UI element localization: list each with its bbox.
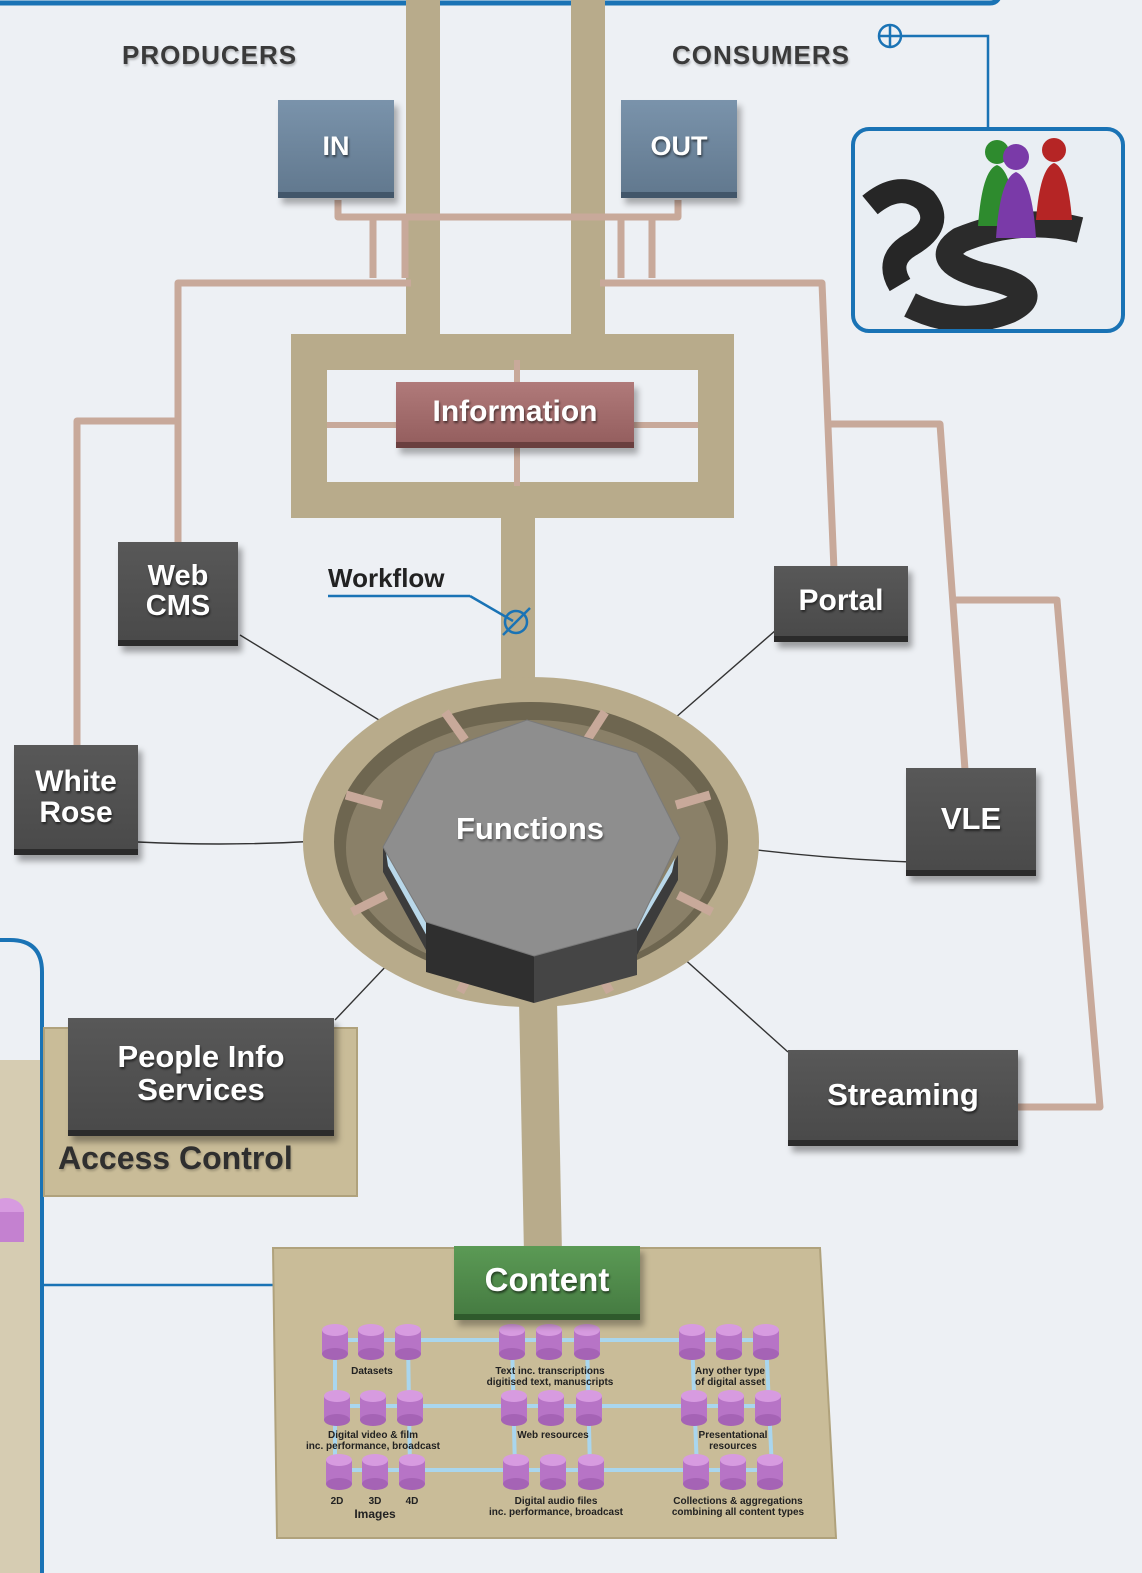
database-icon (326, 1454, 352, 1490)
datasets-label: Datasets (351, 1366, 393, 1377)
database-icon (578, 1454, 604, 1490)
consumer-figures (978, 138, 1072, 238)
database-icon (538, 1390, 564, 1426)
streaming-node[interactable]: Streaming (788, 1050, 1018, 1146)
out-node[interactable]: OUT (621, 100, 737, 198)
database-icon (757, 1454, 783, 1490)
images-3d-label: 3D (368, 1496, 382, 1507)
database-icon (753, 1324, 779, 1360)
functions-node[interactable]: Functions (455, 810, 605, 846)
images-2d-label: 2D (330, 1496, 344, 1507)
left-inset (0, 938, 44, 1573)
database-icon (681, 1390, 707, 1426)
top-panel-border (0, 0, 1001, 6)
consumers-inset (851, 127, 1125, 333)
wide-pipes (291, 0, 734, 1256)
database-icon (716, 1324, 742, 1360)
workflow-label: Workflow (328, 563, 445, 593)
people-info-services-node[interactable]: People Info Services (68, 1018, 334, 1136)
database-icon (679, 1324, 705, 1360)
producers-header: PRODUCERS (122, 40, 298, 70)
database-icon (322, 1324, 348, 1360)
web-resources-label: Web resources (517, 1430, 589, 1441)
vle-node[interactable]: VLE (906, 768, 1036, 876)
database-icon (503, 1454, 529, 1490)
video-label: Digital video & film inc. performance, b… (306, 1430, 440, 1452)
database-icon (540, 1454, 566, 1490)
workflow-callout (328, 594, 531, 636)
content-node[interactable]: Content (454, 1246, 640, 1320)
access-control-label: Access Control (58, 1140, 293, 1176)
database-icon (501, 1390, 527, 1426)
database-icon (718, 1390, 744, 1426)
database-icon (324, 1390, 350, 1426)
information-node[interactable]: Information (396, 382, 634, 448)
web-cms-node[interactable]: Web CMS (118, 542, 238, 646)
database-icon (399, 1454, 425, 1490)
white-rose-node[interactable]: White Rose (14, 745, 138, 855)
database-icon (395, 1324, 421, 1360)
audio-label: Digital audio files inc. performance, br… (489, 1496, 623, 1518)
collections-label: Collections & aggregations combining all… (671, 1496, 805, 1518)
portal-node[interactable]: Portal (774, 566, 908, 642)
database-icon (360, 1390, 386, 1426)
other-assets-label: Any other type of digital asset (694, 1366, 765, 1388)
images-label: Images (354, 1507, 396, 1521)
database-icon (362, 1454, 388, 1490)
database-icon (499, 1324, 525, 1360)
thin-pipes (73, 200, 1104, 1111)
in-node[interactable]: IN (278, 100, 394, 198)
database-icon (576, 1390, 602, 1426)
database-icon (755, 1390, 781, 1426)
database-icon (720, 1454, 746, 1490)
database-icon (536, 1324, 562, 1360)
consumers-header: CONSUMERS (672, 40, 851, 70)
database-icon (397, 1390, 423, 1426)
database-icon (683, 1454, 709, 1490)
images-4d-label: 4D (405, 1496, 419, 1507)
presentational-label: Presentational resources (698, 1430, 768, 1452)
functions-hub (303, 677, 759, 1007)
consumers-callout (877, 23, 990, 127)
text-label: Text inc. transcriptions digitised text,… (486, 1366, 614, 1388)
content-databases (322, 1324, 783, 1490)
database-icon (358, 1324, 384, 1360)
database-icon (574, 1324, 600, 1360)
